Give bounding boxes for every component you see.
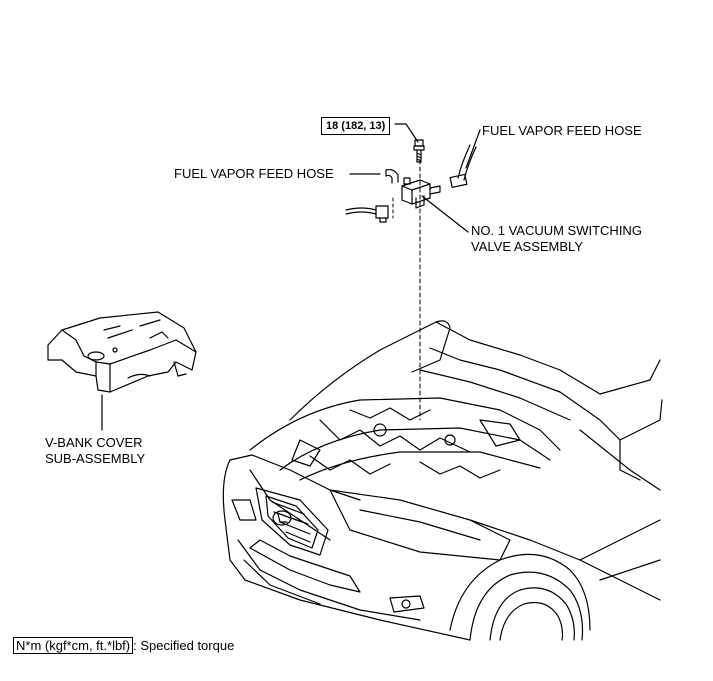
torque-spec-box: 18 (182, 13) (321, 117, 391, 135)
bolt-icon (413, 139, 425, 163)
torque-legend-text: : Specified torque (133, 638, 235, 653)
v-bank-cover-icon (47, 311, 197, 393)
v-bank-cover-label-line2: SUB-ASSEMBLY (45, 451, 146, 466)
v-bank-cover-label-line1: V-BANK COVER (45, 435, 143, 450)
leader-lines (101, 123, 481, 431)
vacuum-switching-valve-label-line1: NO. 1 VACUUM SWITCHING (471, 223, 642, 238)
vacuum-switching-valve-label-line2: VALVE ASSEMBLY (471, 239, 583, 254)
torque-legend-key: N*m (kgf*cm, ft.*lbf) (13, 637, 134, 654)
vacuum-switching-valve-icon (401, 177, 441, 209)
torque-legend: N*m (kgf*cm, ft.*lbf): Specified torque (13, 637, 235, 654)
car-icon (222, 320, 663, 641)
fuel-hose-left-icon (385, 168, 399, 184)
fuel-vapor-feed-hose-label-right: FUEL VAPOR FEED HOSE (482, 123, 642, 138)
fuel-vapor-feed-hose-label-left: FUEL VAPOR FEED HOSE (174, 166, 334, 181)
connector-icon (345, 205, 389, 223)
fuel-hose-right-icon (449, 144, 477, 188)
